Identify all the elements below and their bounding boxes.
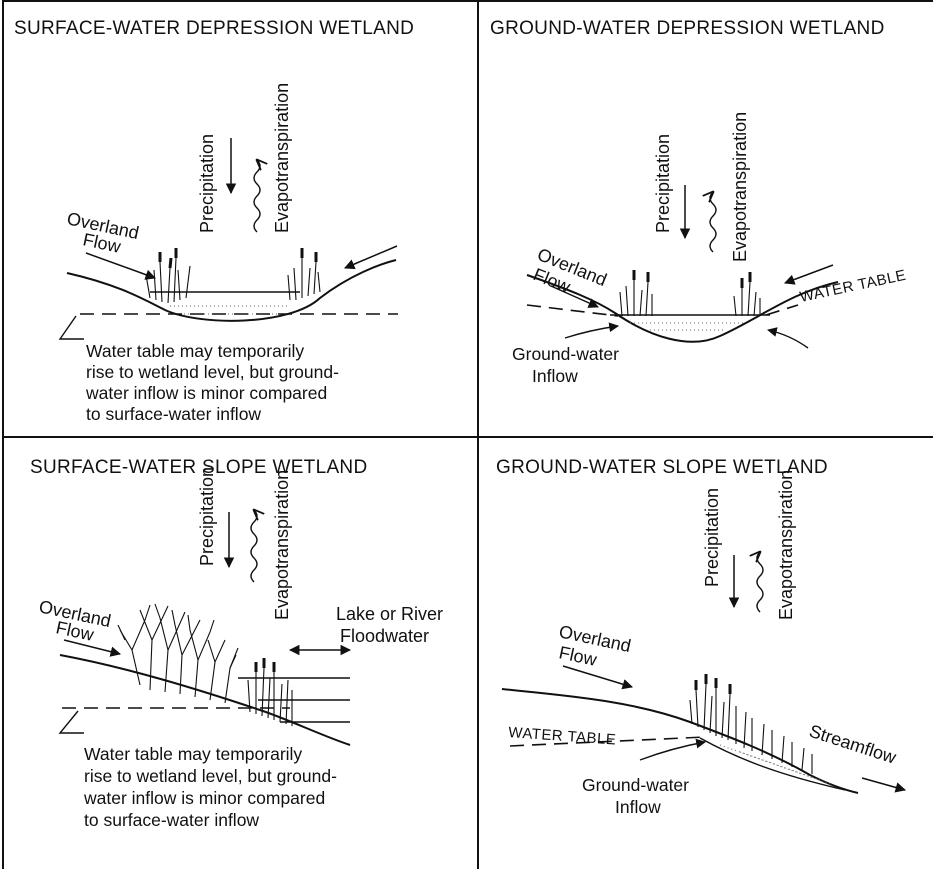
evapotranspiration-arrow	[710, 192, 716, 252]
note-text: Water table may temporarily rise to wetl…	[83, 744, 342, 830]
ground-water-inflow-arrow-right	[768, 330, 808, 348]
precipitation-label: Precipitation	[702, 488, 722, 587]
precipitation-label: Precipitation	[197, 134, 217, 233]
inflow-arrow-right	[345, 246, 397, 268]
streamflow-label: Streamflow	[807, 721, 900, 768]
evapotranspiration-label: Evapotranspiration	[776, 470, 796, 620]
ground-water-inflow-arrow-left	[565, 326, 618, 338]
note-text: Water table may temporarily rise to wetl…	[85, 341, 344, 424]
shrubs	[118, 604, 238, 703]
panel-surface-water-depression: SURFACE-WATER DEPRESSION WETLAND Precipi…	[14, 18, 414, 424]
panel-ground-water-depression: GROUND-WATER DEPRESSION WETLAND Precipit…	[490, 18, 908, 386]
evapotranspiration-label: Evapotranspiration	[272, 470, 292, 620]
ground-water-inflow-label: Ground-water Inflow	[512, 344, 624, 386]
water-table-label: WATER TABLE	[508, 724, 617, 749]
note-pointer	[60, 316, 84, 339]
evapotranspiration-arrow	[254, 160, 260, 232]
water-stipple	[630, 323, 745, 330]
panel-title: GROUND-WATER DEPRESSION WETLAND	[490, 18, 885, 39]
panel-title: SURFACE-WATER DEPRESSION WETLAND	[14, 18, 414, 39]
evapotranspiration-arrow	[757, 552, 763, 612]
precipitation-label: Precipitation	[653, 134, 673, 233]
reeds-right	[734, 272, 760, 316]
evapotranspiration-label: Evapotranspiration	[272, 83, 292, 233]
ground-water-inflow-label: Ground-water Inflow	[582, 775, 694, 817]
overland-flow-arrow	[64, 640, 120, 654]
panel-surface-water-slope: SURFACE-WATER SLOPE WETLAND Precipitatio…	[30, 457, 448, 830]
panel-grid	[3, 0, 933, 869]
ground-water-inflow-arrow	[640, 742, 705, 760]
panel-ground-water-slope: GROUND-WATER SLOPE WETLAND Precipitation…	[496, 457, 905, 817]
note-pointer	[60, 711, 84, 733]
evapotranspiration-arrow	[251, 510, 257, 582]
reeds-left	[620, 270, 652, 316]
inflow-arrow-right	[785, 265, 833, 283]
precipitation-label: Precipitation	[197, 467, 217, 566]
streamflow-arrow	[862, 778, 905, 790]
evapotranspiration-label: Evapotranspiration	[730, 112, 750, 262]
reeds	[248, 658, 292, 726]
water-stipple	[170, 306, 290, 314]
overland-flow-arrow	[551, 286, 598, 307]
floodwater-label: Lake or River Floodwater	[336, 604, 448, 646]
overland-flow-arrow	[86, 253, 155, 278]
reeds-left	[146, 248, 190, 303]
overland-flow-arrow	[563, 666, 632, 687]
ground-surface	[527, 275, 838, 342]
reeds	[690, 674, 812, 774]
ground-surface	[67, 260, 396, 321]
wetland-stipple	[720, 745, 830, 784]
